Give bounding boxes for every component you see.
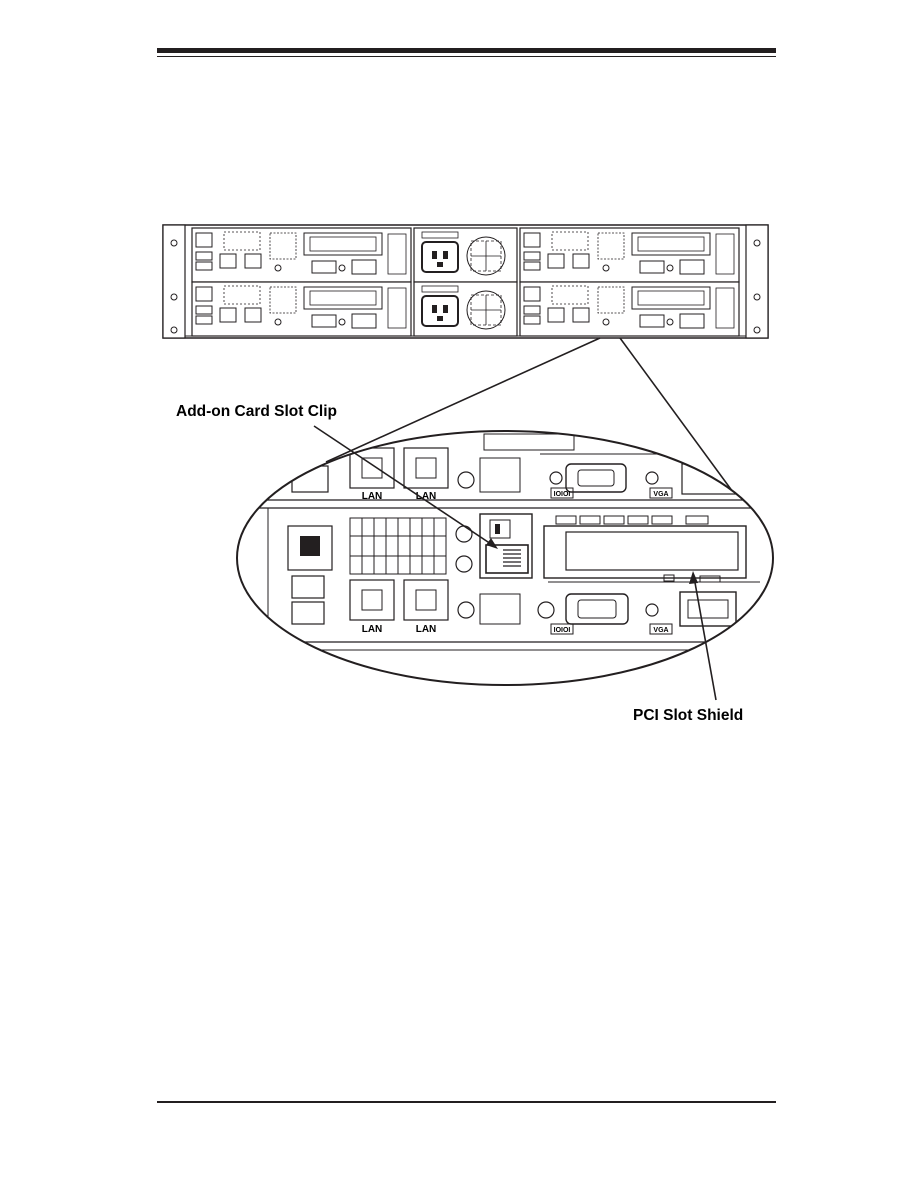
lan-label-bottom-1: LAN: [362, 624, 383, 635]
chassis-overview: [162, 224, 769, 339]
header-rule-thin: [157, 56, 776, 57]
callout-arrow-pci-shield: [689, 571, 717, 701]
node-top-right: [519, 227, 740, 283]
power-supply-top: [413, 227, 518, 283]
zoom-line-left: [325, 337, 601, 463]
callout-add-on-card-slot-clip: Add-on Card Slot Clip: [176, 403, 338, 420]
enlarged-detail: LAN LAN IOIOI VGA: [237, 431, 773, 685]
header-rule-thick: [157, 48, 776, 53]
serial-label-bottom: IOIOI: [554, 627, 571, 634]
callout-arrow-slot-clip: [313, 425, 498, 549]
node-bottom-left: [191, 281, 412, 337]
vga-label-bottom: VGA: [653, 627, 668, 634]
callout-pci-slot-shield: PCI Slot Shield: [633, 707, 744, 724]
power-supply-bottom: [413, 281, 518, 337]
magnifier-ellipse: [236, 430, 774, 686]
lan-label-top-1: LAN: [362, 491, 383, 502]
lan-label-top-2: LAN: [416, 491, 437, 502]
vga-label-top: VGA: [653, 491, 668, 498]
footer-rule: [157, 1101, 776, 1103]
node-bottom-right: [519, 281, 740, 337]
node-top-left: [191, 227, 412, 283]
serial-label-top: IOIOI: [554, 491, 571, 498]
lan-label-bottom-2: LAN: [416, 624, 437, 635]
